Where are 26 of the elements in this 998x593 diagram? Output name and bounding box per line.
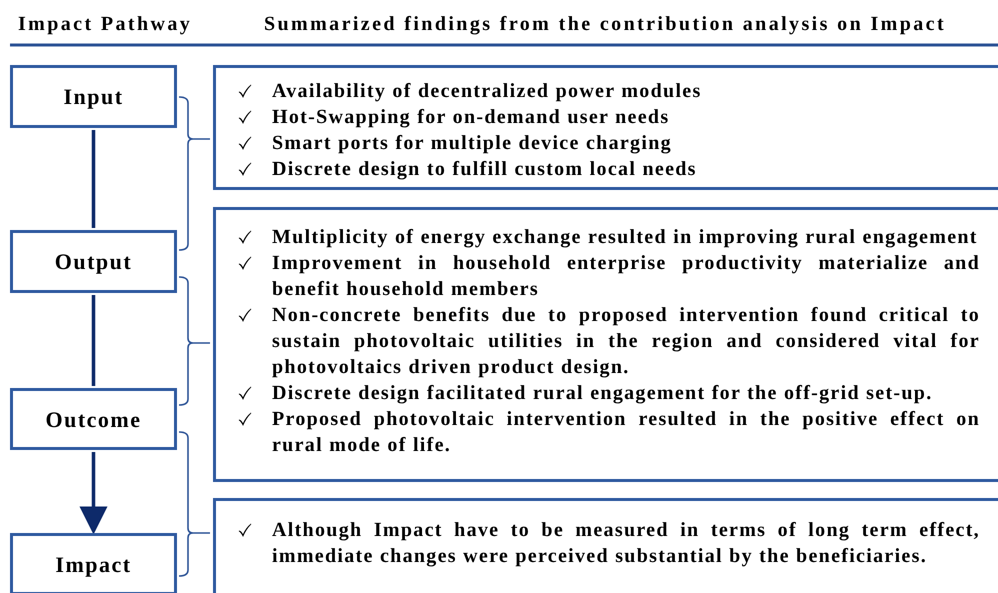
step-box	[10, 65, 177, 128]
step-label: Input	[63, 83, 124, 111]
finding-text: Smart ports for multiple device charging	[272, 131, 673, 156]
finding-text: Non-concrete benefits due to proposed intervention found critical to sustain photovoltaic utilities in the region and considered vital for photovoltaics driven product design.	[272, 303, 980, 380]
connector-line	[92, 295, 96, 386]
step-box	[10, 388, 177, 450]
findings-panel	[213, 498, 998, 593]
finding-text: Multiplicity of energy exchange resulted in improving rural engagement	[272, 225, 979, 250]
column-heading: Summarized findings from the contribution analysis on Impact	[264, 12, 946, 37]
finding-text: Although Impact have to be measured in terms of long term effect, immediate changes were perceived substantial by the beneficiaries.	[272, 518, 980, 569]
column-heading: Impact Pathway	[18, 12, 192, 37]
connector-line	[80, 452, 108, 534]
step-box	[10, 230, 177, 293]
step-label: Output	[54, 248, 132, 276]
step-label: Impact	[55, 550, 132, 579]
step-label: Outcome	[45, 406, 142, 434]
findings-panel	[213, 65, 998, 190]
finding-text: Improvement in household enterprise productivity materialize and benefit household members	[272, 251, 980, 302]
finding-text: Discrete design to fulfill custom local needs	[272, 157, 698, 182]
finding-text: Proposed photovoltaic intervention resulted in the positive effect on rural mode of life.	[272, 407, 980, 458]
connector-line	[92, 130, 96, 228]
finding-text: Discrete design facilitated rural engagement for the off-grid set-up.	[272, 381, 934, 406]
step-box	[10, 533, 177, 593]
finding-text: Availability of decentralized power modules	[272, 79, 703, 104]
findings-panel	[213, 207, 998, 482]
finding-text: Hot-Swapping for on-demand user needs	[272, 105, 670, 130]
